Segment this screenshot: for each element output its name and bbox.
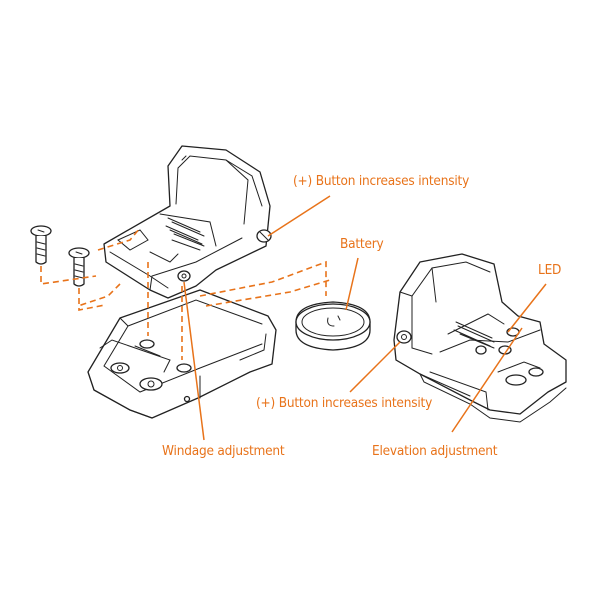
leader-battery [345, 257, 359, 311]
leader-button-right [349, 341, 401, 393]
red-dot-sight-exploded [103, 145, 272, 299]
battery [295, 301, 371, 351]
leader-windage [183, 281, 205, 441]
mounting-plate [87, 289, 277, 419]
assembly-lines [40, 227, 331, 360]
leader-elevation [451, 327, 523, 433]
label-battery: Battery [340, 236, 384, 252]
screw-1 [30, 225, 52, 265]
leader-lines [183, 195, 547, 441]
label-button-increases-intensity-left: (+) Button increases intensity [293, 173, 470, 189]
label-led: LED [538, 262, 562, 278]
leader-led [507, 283, 547, 333]
label-windage-adjustment: Windage adjustment [162, 443, 285, 459]
leader-button-left [267, 195, 331, 237]
label-button-increases-intensity-right: (+) Button increases intensity [256, 395, 433, 411]
red-dot-sight-assembled [393, 253, 567, 423]
label-elevation-adjustment: Elevation adjustment [372, 443, 498, 459]
screw-2 [68, 247, 90, 287]
